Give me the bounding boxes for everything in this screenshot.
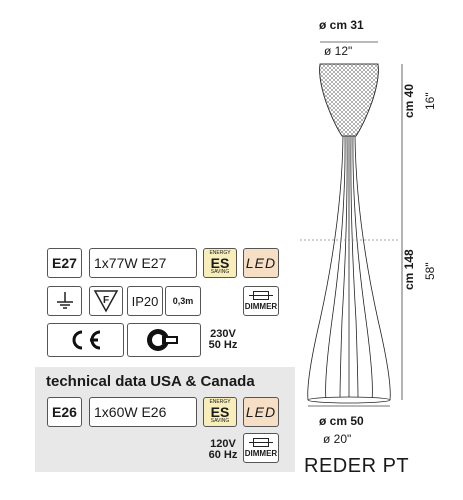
usa-voltage-value: 120V	[210, 438, 236, 450]
bulb-spec: 1x77W E27	[89, 248, 197, 278]
head-height-in: 16"	[423, 92, 437, 110]
frequency-value: 50 Hz	[208, 339, 238, 351]
distance-icon: 0,3m	[165, 286, 201, 316]
ground-icon	[47, 286, 82, 316]
usa-led-badge: LED	[243, 397, 279, 427]
usa-dimmer-label: DIMMER	[244, 449, 278, 458]
usa-socket-code: E26	[47, 397, 82, 427]
energy-saving-badge: ENERGY ES SAVING	[203, 248, 237, 278]
usa-title: technical data USA & Canada	[46, 373, 255, 390]
dimmer-icon	[249, 291, 273, 300]
usa-dimmer-icon	[249, 438, 273, 447]
usa-dimmer-badge: DIMMER	[243, 433, 279, 463]
voltage-label: 230V 50 Hz	[203, 323, 243, 357]
usa-frequency-value: 60 Hz	[208, 449, 238, 461]
usa-energy-label-top: ENERGY	[209, 399, 231, 405]
top-diameter-in: ø 12"	[324, 44, 353, 58]
body-height-in: 58"	[423, 262, 437, 280]
dimmer-badge: DIMMER	[243, 286, 279, 316]
ce-mark-icon	[47, 323, 124, 357]
energy-label-big: ES	[210, 255, 230, 271]
socket-code: E27	[47, 248, 82, 278]
dimmer-label: DIMMER	[244, 302, 278, 311]
base-diameter-cm: ø cm 50	[319, 414, 364, 428]
top-diameter-cm: ø cm 31	[319, 18, 364, 32]
lamp-body	[300, 135, 400, 404]
gost-mark-icon	[127, 323, 201, 357]
head-height-cm: cm 40	[402, 83, 416, 118]
product-name: REDER PT	[304, 455, 410, 477]
energy-label-bottom: SAVING	[210, 269, 230, 275]
svg-text:F: F	[103, 295, 109, 306]
usa-voltage-label: 120V 60 Hz	[203, 433, 243, 467]
lamp-drawing	[300, 41, 403, 407]
flammable-surface-icon: F	[89, 286, 123, 316]
usa-energy-label-bottom: SAVING	[210, 418, 230, 424]
led-badge: LED	[243, 248, 279, 278]
energy-label-top: ENERGY	[209, 250, 231, 256]
usa-energy-label-big: ES	[210, 404, 230, 420]
dimension-lines	[308, 41, 403, 407]
voltage-value: 230V	[210, 328, 236, 340]
base-diameter-in: ø 20"	[323, 432, 352, 446]
ip-rating: IP20	[127, 286, 163, 316]
usa-energy-saving-badge: ENERGY ES SAVING	[203, 397, 237, 427]
lamp-shade	[319, 63, 379, 137]
usa-bulb-spec: 1x60W E26	[89, 397, 197, 427]
body-height-cm: cm 148	[402, 249, 416, 290]
